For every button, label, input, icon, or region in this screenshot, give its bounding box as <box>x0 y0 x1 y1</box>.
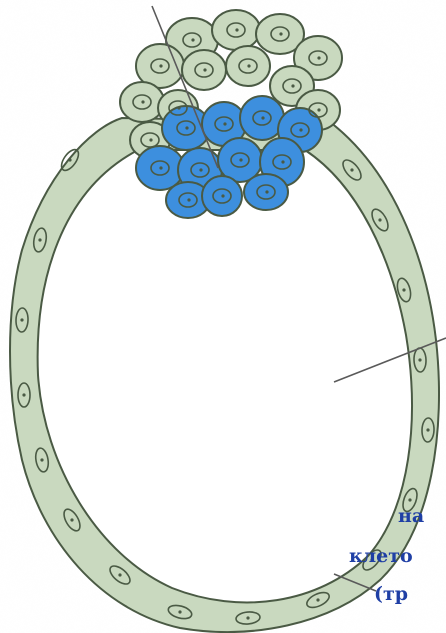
nucleolus <box>199 168 202 171</box>
nucleolus <box>221 194 224 197</box>
ring-nucleolus <box>418 358 421 361</box>
ring-nucleolus <box>178 610 181 613</box>
nucleolus <box>235 28 238 31</box>
nucleolus <box>187 198 190 201</box>
nucleolus <box>265 190 268 193</box>
ring-nucleolus <box>426 428 429 431</box>
ring-nucleolus <box>408 498 411 501</box>
nucleolus <box>185 126 188 129</box>
ring-nucleolus <box>118 573 121 576</box>
nucleolus <box>159 166 162 169</box>
nucleolus <box>191 38 194 41</box>
ring-nucleolus <box>316 598 319 601</box>
nucleolus <box>239 158 242 161</box>
ring-nucleolus <box>402 288 405 291</box>
caption-line-2: клето <box>349 547 413 566</box>
nucleolus <box>317 108 320 111</box>
ring-nucleolus <box>68 158 71 161</box>
ring-nucleolus <box>22 393 25 396</box>
nucleolus <box>159 64 162 67</box>
caption-line-3: (тр <box>374 585 408 604</box>
nucleolus <box>291 84 294 87</box>
nucleolus <box>281 160 284 163</box>
nucleolus <box>261 116 264 119</box>
ring-nucleolus <box>378 218 381 221</box>
nucleolus <box>149 138 152 141</box>
nucleolus <box>317 56 320 59</box>
ring-nucleolus <box>40 458 43 461</box>
nucleolus <box>247 64 250 67</box>
ring-nucleolus <box>20 318 23 321</box>
ring-nucleolus <box>70 518 73 521</box>
ring-nucleolus <box>38 238 41 241</box>
nucleolus <box>177 106 180 109</box>
nucleolus <box>223 122 226 125</box>
ring-nucleolus <box>350 168 353 171</box>
nucleolus <box>203 68 206 71</box>
nucleolus <box>299 128 302 131</box>
nucleolus <box>279 32 282 35</box>
caption-line-1: на <box>398 507 424 526</box>
nucleolus <box>141 100 144 103</box>
ring-nucleolus <box>246 616 249 619</box>
